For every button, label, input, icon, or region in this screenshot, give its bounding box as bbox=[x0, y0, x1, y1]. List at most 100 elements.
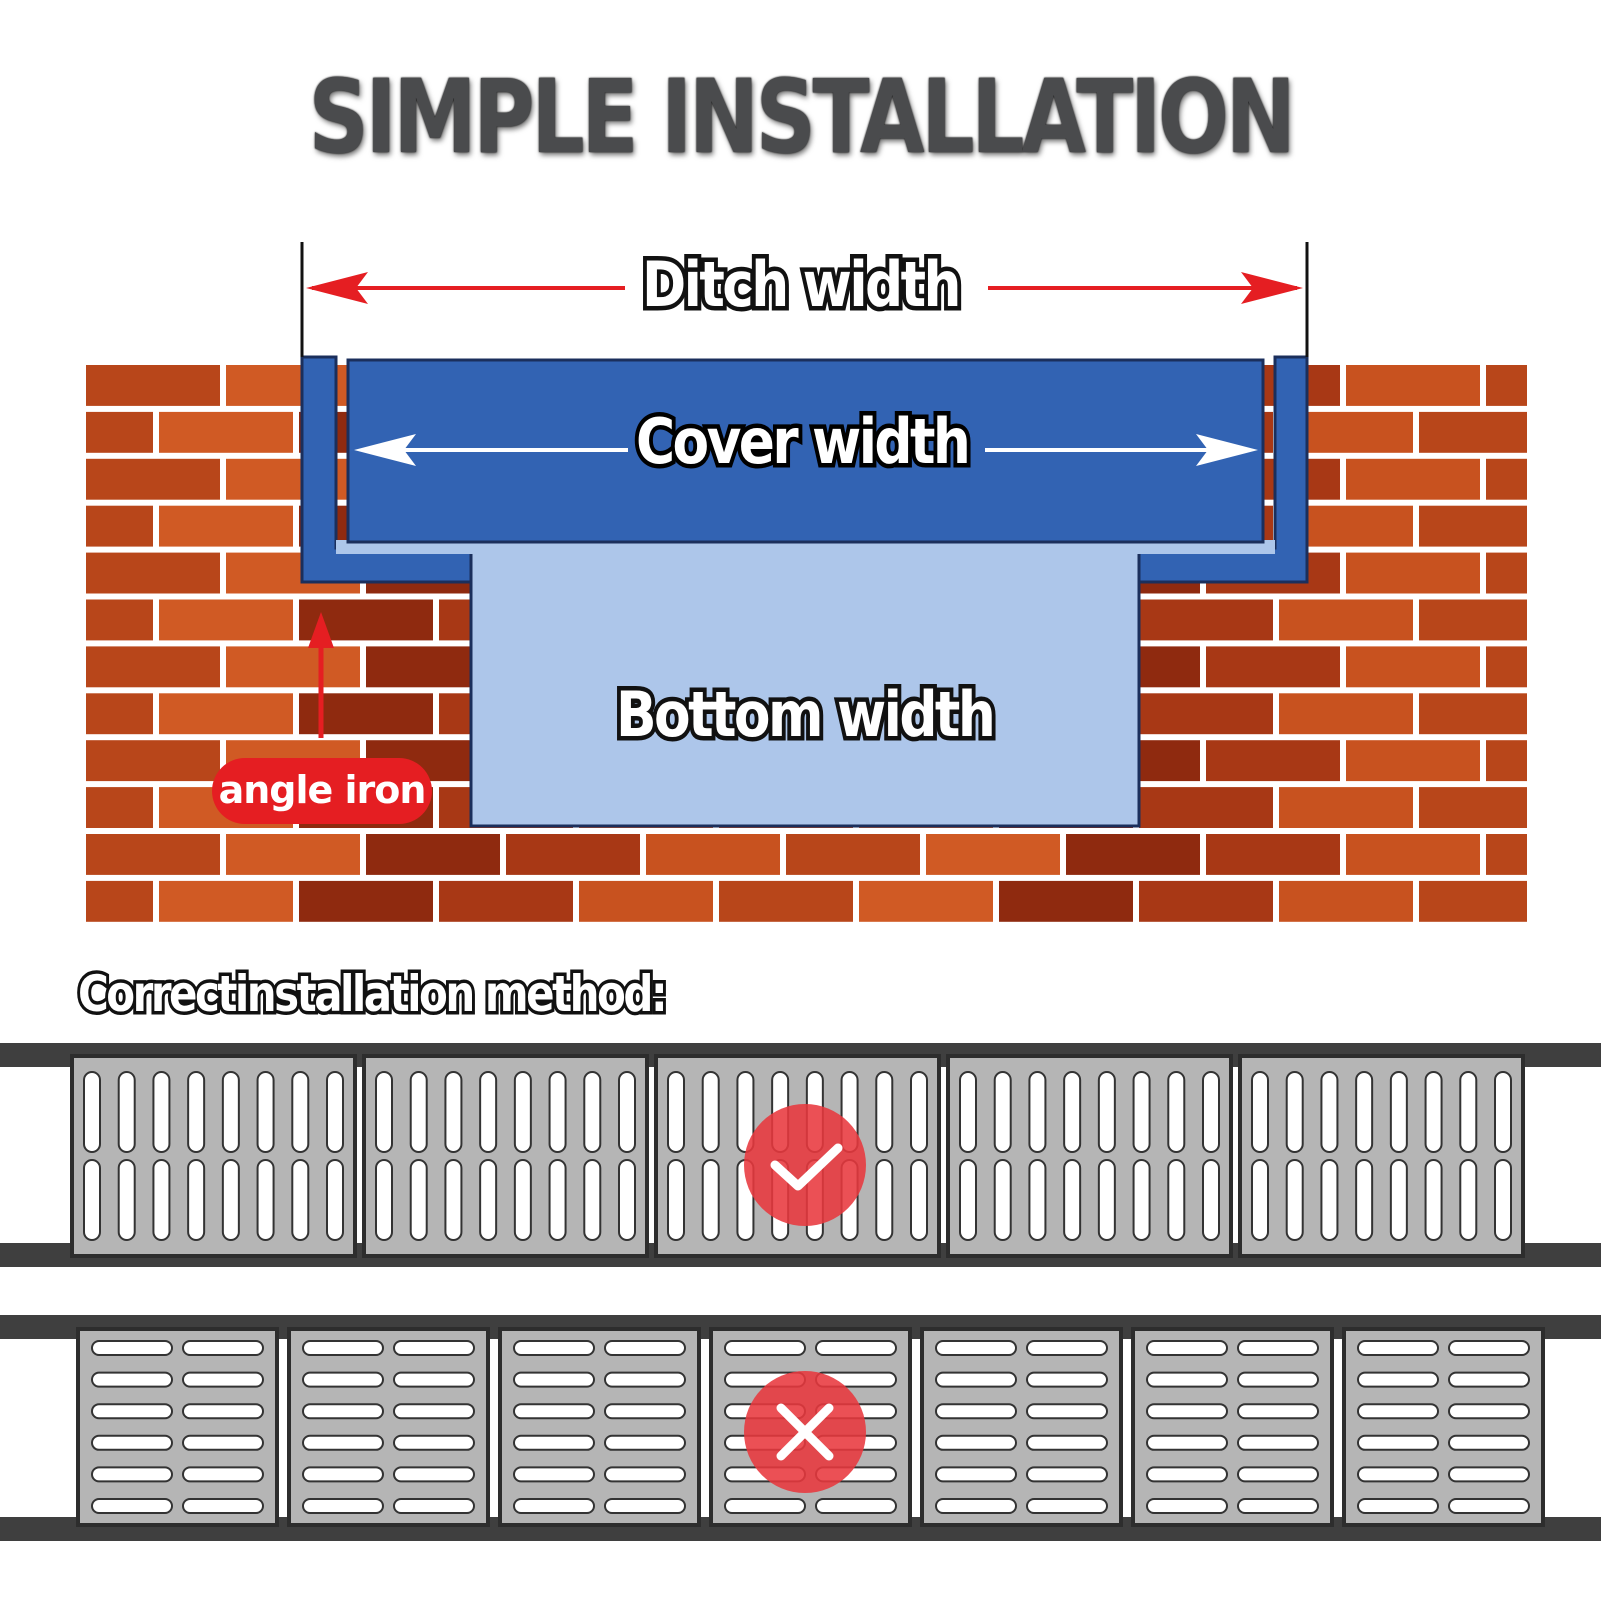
brick bbox=[1486, 552, 1527, 594]
slot bbox=[1146, 1371, 1228, 1388]
slot bbox=[1026, 1340, 1108, 1356]
brick bbox=[506, 834, 640, 875]
slot bbox=[1459, 1071, 1478, 1153]
brick bbox=[646, 928, 780, 969]
slot bbox=[910, 1159, 928, 1241]
brick bbox=[226, 458, 360, 500]
brick bbox=[1486, 740, 1527, 782]
method-heading: Correctinstallation method: bbox=[75, 962, 671, 1027]
slot bbox=[302, 1434, 384, 1451]
slot bbox=[182, 1434, 264, 1451]
bottom-channel bbox=[469, 546, 1141, 828]
slot bbox=[1167, 1071, 1186, 1153]
slot bbox=[1237, 1403, 1319, 1420]
slot bbox=[1146, 1403, 1228, 1420]
brick bbox=[159, 505, 293, 547]
slot bbox=[1028, 1071, 1047, 1153]
grate-panel bbox=[1131, 1327, 1334, 1527]
brick bbox=[1346, 365, 1480, 406]
slot bbox=[91, 1434, 173, 1451]
brick bbox=[86, 552, 220, 594]
slot bbox=[604, 1340, 686, 1356]
slot bbox=[583, 1071, 602, 1153]
grate-panel bbox=[362, 1054, 649, 1258]
brick bbox=[1139, 880, 1273, 922]
slot bbox=[375, 1071, 393, 1153]
slot bbox=[182, 1371, 264, 1388]
slot bbox=[815, 1340, 897, 1356]
slot bbox=[993, 1159, 1012, 1241]
slot bbox=[182, 1498, 264, 1514]
brick bbox=[86, 505, 153, 547]
slot bbox=[393, 1340, 475, 1356]
brick bbox=[159, 411, 293, 453]
slot bbox=[1202, 1159, 1220, 1241]
brick bbox=[1419, 787, 1527, 828]
slot bbox=[444, 1071, 463, 1153]
brick bbox=[86, 458, 220, 500]
slot bbox=[935, 1403, 1017, 1420]
slot bbox=[1357, 1340, 1439, 1356]
brick bbox=[86, 928, 220, 969]
angle-iron-pointer bbox=[308, 612, 334, 738]
brick bbox=[86, 365, 220, 406]
slot bbox=[1459, 1159, 1478, 1241]
slot bbox=[393, 1403, 475, 1420]
grate-panel bbox=[1238, 1054, 1525, 1258]
brick bbox=[86, 646, 220, 688]
slot bbox=[291, 1159, 310, 1241]
slot bbox=[1448, 1340, 1530, 1356]
slot bbox=[182, 1340, 264, 1356]
slot bbox=[302, 1403, 384, 1420]
slot bbox=[91, 1403, 173, 1420]
slot bbox=[1355, 1159, 1374, 1241]
slot bbox=[724, 1340, 806, 1356]
slot bbox=[182, 1466, 264, 1483]
slot bbox=[1320, 1159, 1339, 1241]
brick bbox=[1486, 928, 1601, 969]
slot bbox=[935, 1466, 1017, 1483]
slot bbox=[1237, 1434, 1319, 1451]
cover-width-dimension bbox=[354, 434, 1258, 466]
brick bbox=[579, 880, 713, 922]
slot bbox=[221, 1159, 240, 1241]
slot bbox=[1320, 1071, 1339, 1153]
slot bbox=[187, 1071, 206, 1153]
slot bbox=[302, 1498, 384, 1514]
slot bbox=[604, 1498, 686, 1514]
brick bbox=[86, 787, 153, 828]
slot bbox=[91, 1371, 173, 1388]
slot bbox=[1146, 1434, 1228, 1451]
brick bbox=[1419, 505, 1527, 547]
slot bbox=[152, 1159, 171, 1241]
slot bbox=[935, 1498, 1017, 1514]
brick bbox=[1139, 599, 1273, 641]
brick bbox=[86, 693, 153, 735]
slot bbox=[187, 1159, 206, 1241]
bottom-width-label: Bottom width bbox=[612, 674, 1000, 756]
slot bbox=[1389, 1071, 1408, 1153]
slot bbox=[618, 1159, 636, 1241]
slot bbox=[548, 1159, 567, 1241]
brick bbox=[859, 880, 993, 922]
grate-panel bbox=[498, 1327, 701, 1527]
slot bbox=[1026, 1403, 1108, 1420]
grate-panel bbox=[946, 1054, 1233, 1258]
slot bbox=[513, 1403, 595, 1420]
slot bbox=[302, 1466, 384, 1483]
brick bbox=[86, 834, 220, 875]
slot bbox=[935, 1434, 1017, 1451]
slot bbox=[1494, 1159, 1512, 1241]
slot bbox=[513, 1340, 595, 1356]
slot bbox=[1448, 1371, 1530, 1388]
correct-installation-row bbox=[0, 1043, 1601, 1267]
slot bbox=[875, 1159, 894, 1241]
check-badge bbox=[744, 1104, 866, 1226]
slot bbox=[1389, 1159, 1408, 1241]
slot bbox=[604, 1371, 686, 1388]
slot bbox=[91, 1466, 173, 1483]
brick bbox=[226, 928, 360, 969]
brick bbox=[1346, 740, 1480, 782]
grate-panel bbox=[1342, 1327, 1545, 1527]
